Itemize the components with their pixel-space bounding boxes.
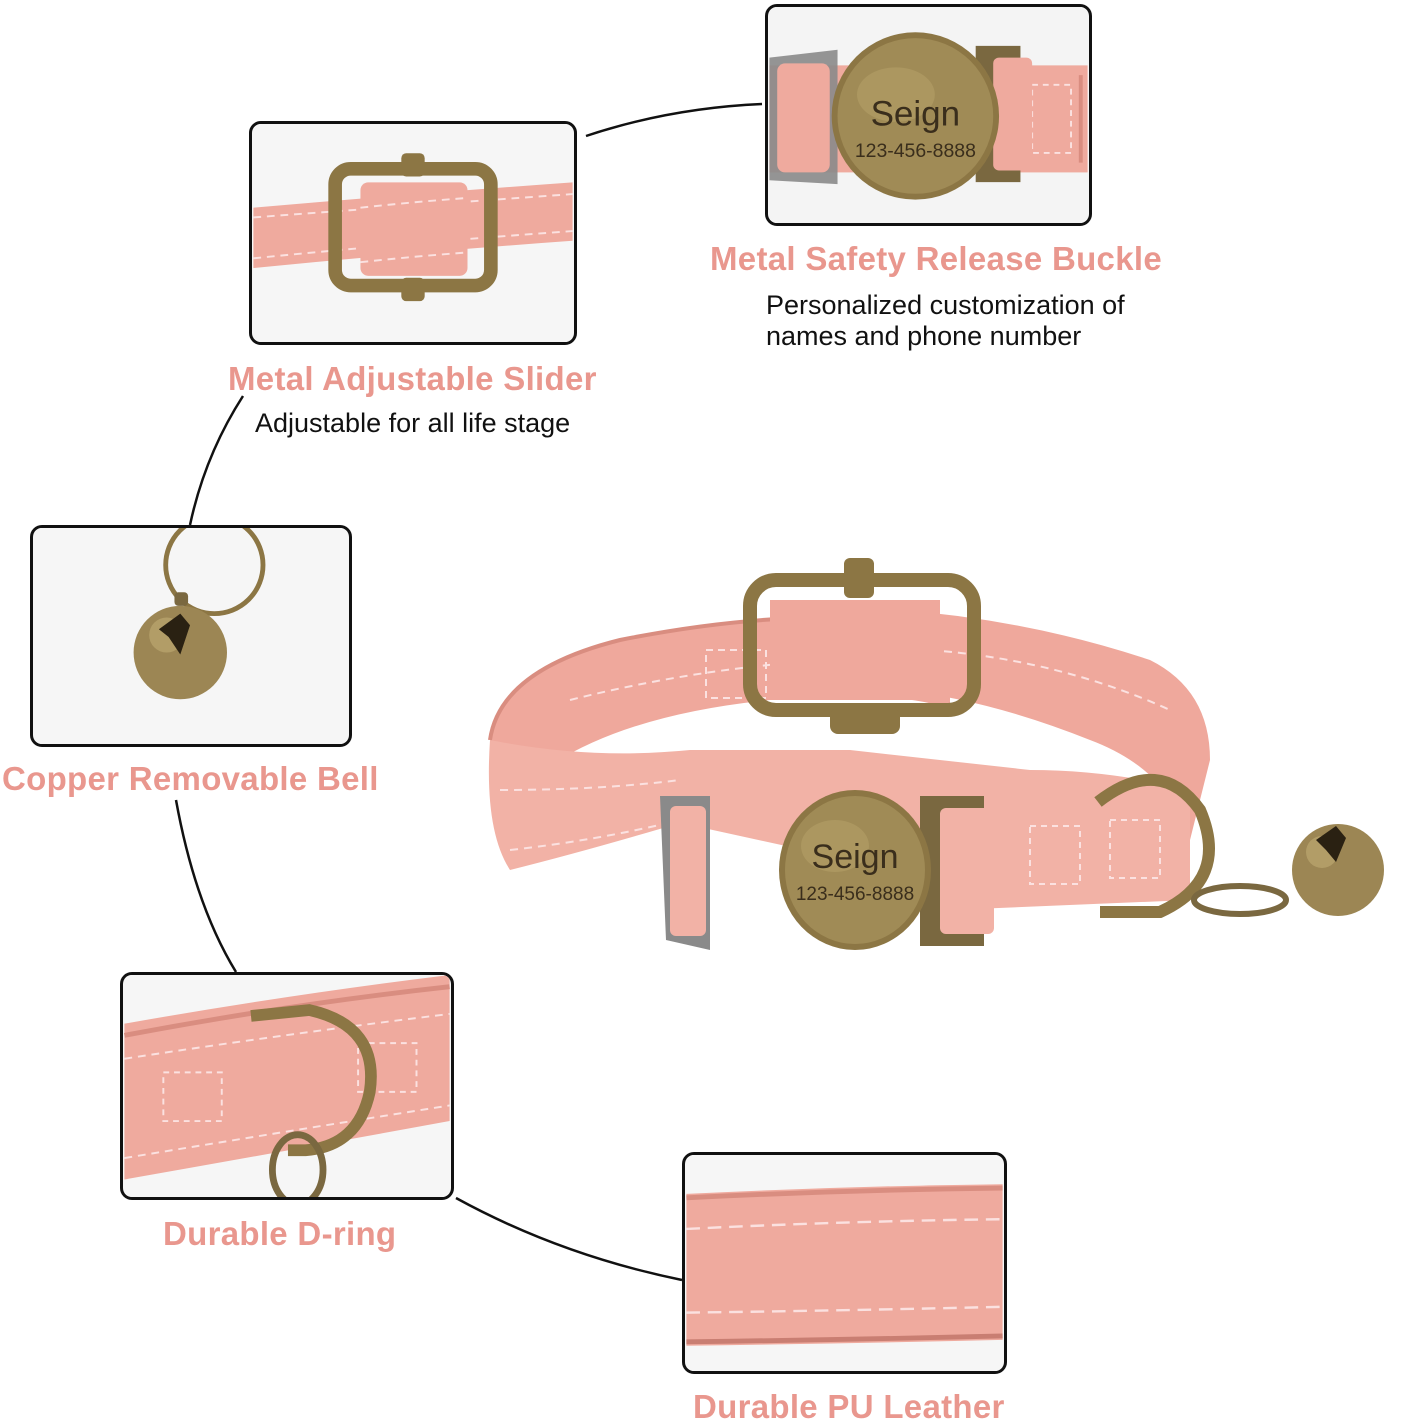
collar-product-image: Seign 123-456-8888 [488, 558, 1384, 950]
dring-closeup-image [123, 975, 450, 1197]
buckle-feature-title: Metal Safety Release Buckle [710, 240, 1162, 277]
slider-closeup-image [253, 124, 573, 342]
buckle-desc-line-2: names and phone number [766, 321, 1082, 351]
leather-closeup-image [686, 1155, 1003, 1371]
leather-feature-title: Durable PU Leather [693, 1388, 1005, 1425]
dring-feature-title: Durable D-ring [163, 1215, 397, 1252]
tag-phone-engraving: 123-456-8888 [855, 140, 976, 162]
slider-feature-description: Adjustable for all life stage [255, 408, 571, 438]
buckle-detail-panel: Seign 123-456-8888 [765, 4, 1092, 226]
bell-detail-panel [30, 525, 352, 747]
slider-detail-panel [249, 121, 577, 345]
buckle-desc-line-1: Personalized customization of [766, 290, 1125, 320]
dring-detail-panel [120, 972, 454, 1200]
main-tag-name-engraving: Seign [812, 838, 899, 876]
main-tag-phone-engraving: 123-456-8888 [796, 884, 914, 905]
leather-detail-panel [682, 1152, 1007, 1374]
bell-closeup-image [34, 528, 348, 744]
buckle-feature-description: Personalized customization of names and … [766, 290, 1125, 352]
buckle-closeup-image: Seign 123-456-8888 [769, 7, 1088, 223]
tag-name-engraving: Seign [871, 95, 961, 134]
bell-feature-title: Copper Removable Bell [2, 760, 379, 797]
slider-feature-title: Metal Adjustable Slider [228, 360, 597, 397]
